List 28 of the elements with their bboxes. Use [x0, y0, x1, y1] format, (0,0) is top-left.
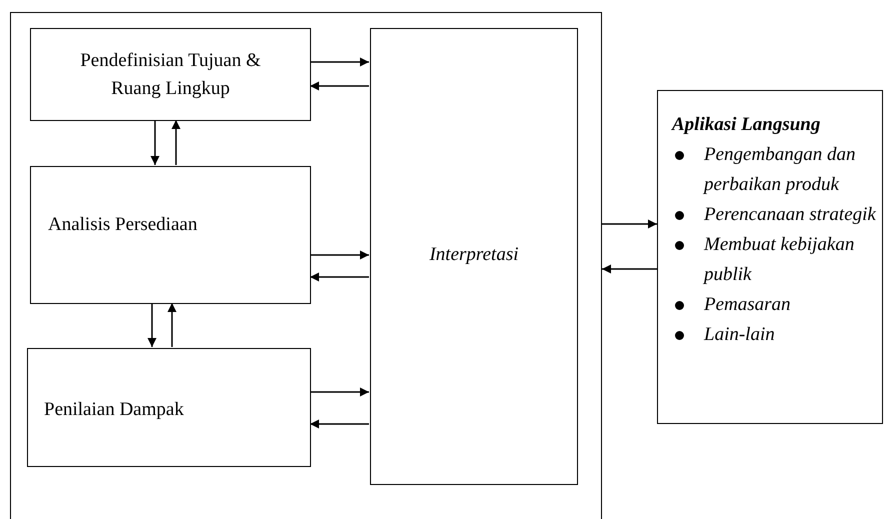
arrow: [310, 388, 369, 396]
arrow: [310, 58, 369, 66]
box-label: Interpretasi: [429, 243, 518, 268]
arrow: [310, 420, 369, 428]
arrow: [148, 303, 156, 347]
arrow: [602, 264, 657, 274]
arrow: [168, 303, 176, 347]
frame-box: [10, 12, 602, 519]
box-label: Analisis Persediaan: [48, 212, 198, 237]
process-box: [30, 28, 311, 121]
process-box: [370, 28, 578, 485]
arrow: [310, 250, 369, 260]
list-item: Pemasaran: [704, 293, 792, 317]
arrow: [310, 272, 369, 282]
list-box: [657, 90, 883, 424]
list-item: Lain-lain: [704, 323, 776, 347]
process-box: [27, 348, 311, 467]
list-heading: Aplikasi Langsung: [672, 113, 822, 137]
box-label: Penilaian Dampak: [44, 398, 184, 422]
list-item: Perencanaan strategik: [704, 203, 876, 227]
arrow: [310, 82, 369, 90]
arrow: [150, 120, 160, 165]
list-item: Pengembangan dan perbaikan produk: [704, 143, 856, 197]
box-label: Pendefinisian Tujuan & Ruang Lingkup: [79, 48, 262, 100]
list-item: Membuat kebijakan publik: [704, 233, 856, 287]
arrow: [172, 120, 180, 165]
arrow: [602, 220, 657, 228]
process-box: [30, 166, 311, 304]
